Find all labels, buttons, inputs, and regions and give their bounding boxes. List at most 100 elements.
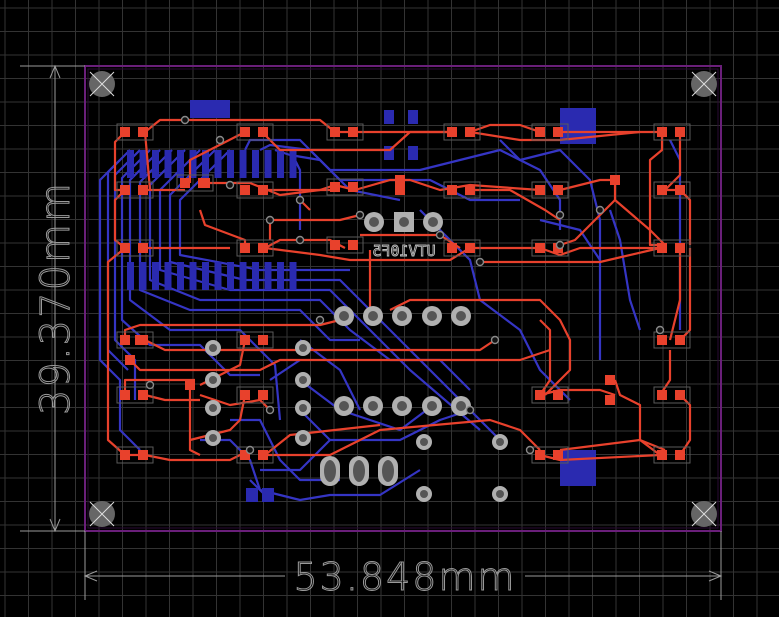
smd-pad — [675, 185, 685, 195]
ic-pin — [152, 262, 159, 290]
smd-pad — [553, 390, 563, 400]
pad-outline — [531, 239, 569, 257]
smd-pad — [605, 375, 615, 385]
pad-outline — [531, 123, 569, 141]
drill-hole — [496, 490, 504, 498]
via — [655, 325, 665, 335]
smd-pad — [200, 178, 210, 188]
smd-pad — [240, 185, 250, 195]
smd-pad — [258, 390, 268, 400]
smd-pad — [135, 335, 145, 345]
width-dimension-label: 53.848mm — [294, 555, 517, 599]
smd-pad — [240, 243, 250, 253]
smd-pad — [240, 450, 250, 460]
smd-pad — [138, 185, 148, 195]
smd-pad — [610, 175, 620, 185]
ic-pin — [227, 262, 234, 290]
via — [555, 240, 565, 250]
pad-outline — [116, 123, 154, 141]
silkscreen-label: UTV10F5 — [372, 242, 435, 260]
pad-outline — [116, 386, 154, 404]
bottom-smd-pads — [127, 100, 596, 502]
smd-pad — [657, 243, 667, 253]
ic-pin — [202, 262, 209, 290]
ic-pin — [239, 262, 247, 290]
mounting-hole — [691, 501, 717, 527]
smd-pad — [675, 450, 685, 460]
ic-pin — [189, 262, 197, 290]
board-edge-inner — [87, 68, 719, 529]
pad-outline — [326, 178, 364, 196]
smd-pad — [675, 390, 685, 400]
smd-pad — [395, 175, 405, 185]
smd-pad — [465, 127, 475, 137]
smd-pad — [138, 450, 148, 460]
via — [490, 335, 500, 345]
smd-pad — [675, 127, 685, 137]
via — [225, 180, 235, 190]
ic-pin — [189, 150, 197, 178]
drill-hole — [209, 434, 217, 442]
smd-pad — [138, 390, 148, 400]
ic-pin — [252, 262, 259, 290]
via — [145, 380, 155, 390]
ic-pin — [127, 150, 134, 178]
drill-hole — [339, 401, 349, 411]
smd-pad — [240, 390, 250, 400]
smd-pad — [535, 450, 545, 460]
top-smd-pads — [116, 123, 691, 464]
pad-outline — [236, 181, 274, 199]
pad-outline — [653, 239, 691, 257]
smd-pad — [258, 243, 268, 253]
drill-hole — [368, 401, 378, 411]
smd-pad — [447, 185, 457, 195]
ic-pin — [252, 150, 259, 178]
pad-outline — [236, 446, 274, 464]
pad-outline — [236, 123, 274, 141]
pad-outline — [531, 446, 569, 464]
smd-pad — [348, 240, 358, 250]
board-outline — [84, 65, 722, 532]
drill-hole — [369, 217, 379, 227]
drill-hole — [299, 344, 307, 352]
via — [295, 195, 305, 205]
drill-hole — [397, 401, 407, 411]
smd-pad — [240, 335, 250, 345]
ic-pin — [289, 262, 297, 290]
mounting-hole — [691, 71, 717, 97]
ic-pin — [177, 262, 184, 290]
pad-outline — [326, 123, 364, 141]
through-hole-pads — [205, 212, 508, 502]
ic-pin — [152, 150, 159, 178]
smd-pad — [465, 243, 475, 253]
smd-pad — [605, 395, 615, 405]
pad-outline — [653, 446, 691, 464]
drill-hole — [299, 404, 307, 412]
smd-pad — [330, 127, 340, 137]
pad-outline — [116, 446, 154, 464]
smd-pad — [348, 127, 358, 137]
smd-pad — [447, 243, 457, 253]
ic-pin — [289, 150, 297, 178]
drill-hole — [427, 401, 437, 411]
smd-pad — [553, 450, 563, 460]
pad-outline — [443, 181, 481, 199]
drill-hole — [420, 490, 428, 498]
smd-pad — [535, 127, 545, 137]
smd-pad — [657, 390, 667, 400]
smd-pad — [258, 335, 268, 345]
smd-pad — [258, 127, 268, 137]
smd-pad — [553, 185, 563, 195]
pad-outline — [326, 236, 364, 254]
drill-hole — [399, 217, 409, 227]
smd-pad — [258, 185, 268, 195]
pad-outline — [653, 181, 691, 199]
pad-outline — [236, 239, 274, 257]
drill-hole — [339, 311, 349, 321]
ic-pin — [127, 262, 134, 290]
smd-pad — [330, 182, 340, 192]
drill-hole — [456, 401, 466, 411]
smd-pad — [657, 185, 667, 195]
